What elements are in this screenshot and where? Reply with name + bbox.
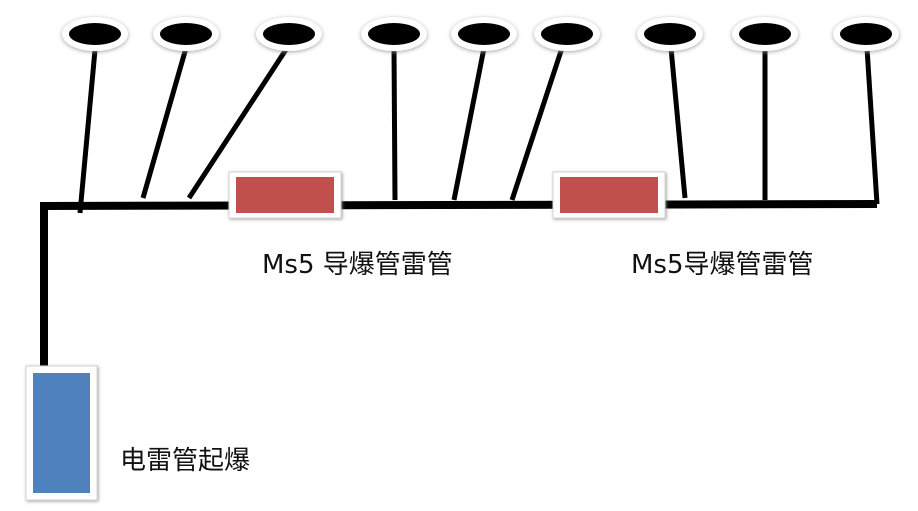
branch-wires [77, 46, 880, 214]
delay-detonator-2 [552, 171, 666, 219]
delay-detonator-label-2: Ms5导爆管雷管 [631, 250, 814, 280]
branch-wire-4 [391, 47, 398, 201]
delay-detonator-label-1: Ms5 导爆管雷管 [262, 250, 453, 280]
branch-wire-6 [509, 47, 565, 201]
blast-hole-8 [732, 17, 798, 51]
blast-holes [62, 17, 899, 51]
blast-hole-5 [451, 17, 517, 51]
branch-wire-7 [668, 47, 688, 199]
blast-hole-2 [153, 17, 219, 51]
blast-hole-6 [534, 17, 600, 51]
trunk-wire [39, 200, 878, 210]
branch-wire-9 [864, 47, 880, 205]
branch-wire-1 [77, 49, 98, 214]
blast-hole-7 [637, 17, 703, 51]
branch-wire-3 [186, 46, 290, 200]
blast-hole-4 [361, 17, 427, 51]
initiator-label: 电雷管起爆 [120, 446, 251, 476]
branch-wire-2 [140, 47, 189, 199]
electric-detonator-initiator [25, 365, 98, 501]
blast-hole-1 [62, 17, 128, 51]
blast-hole-9 [833, 17, 899, 51]
delay-detonator-1 [228, 171, 342, 219]
blast-hole-3 [256, 17, 322, 51]
branch-wire-5 [451, 47, 487, 201]
